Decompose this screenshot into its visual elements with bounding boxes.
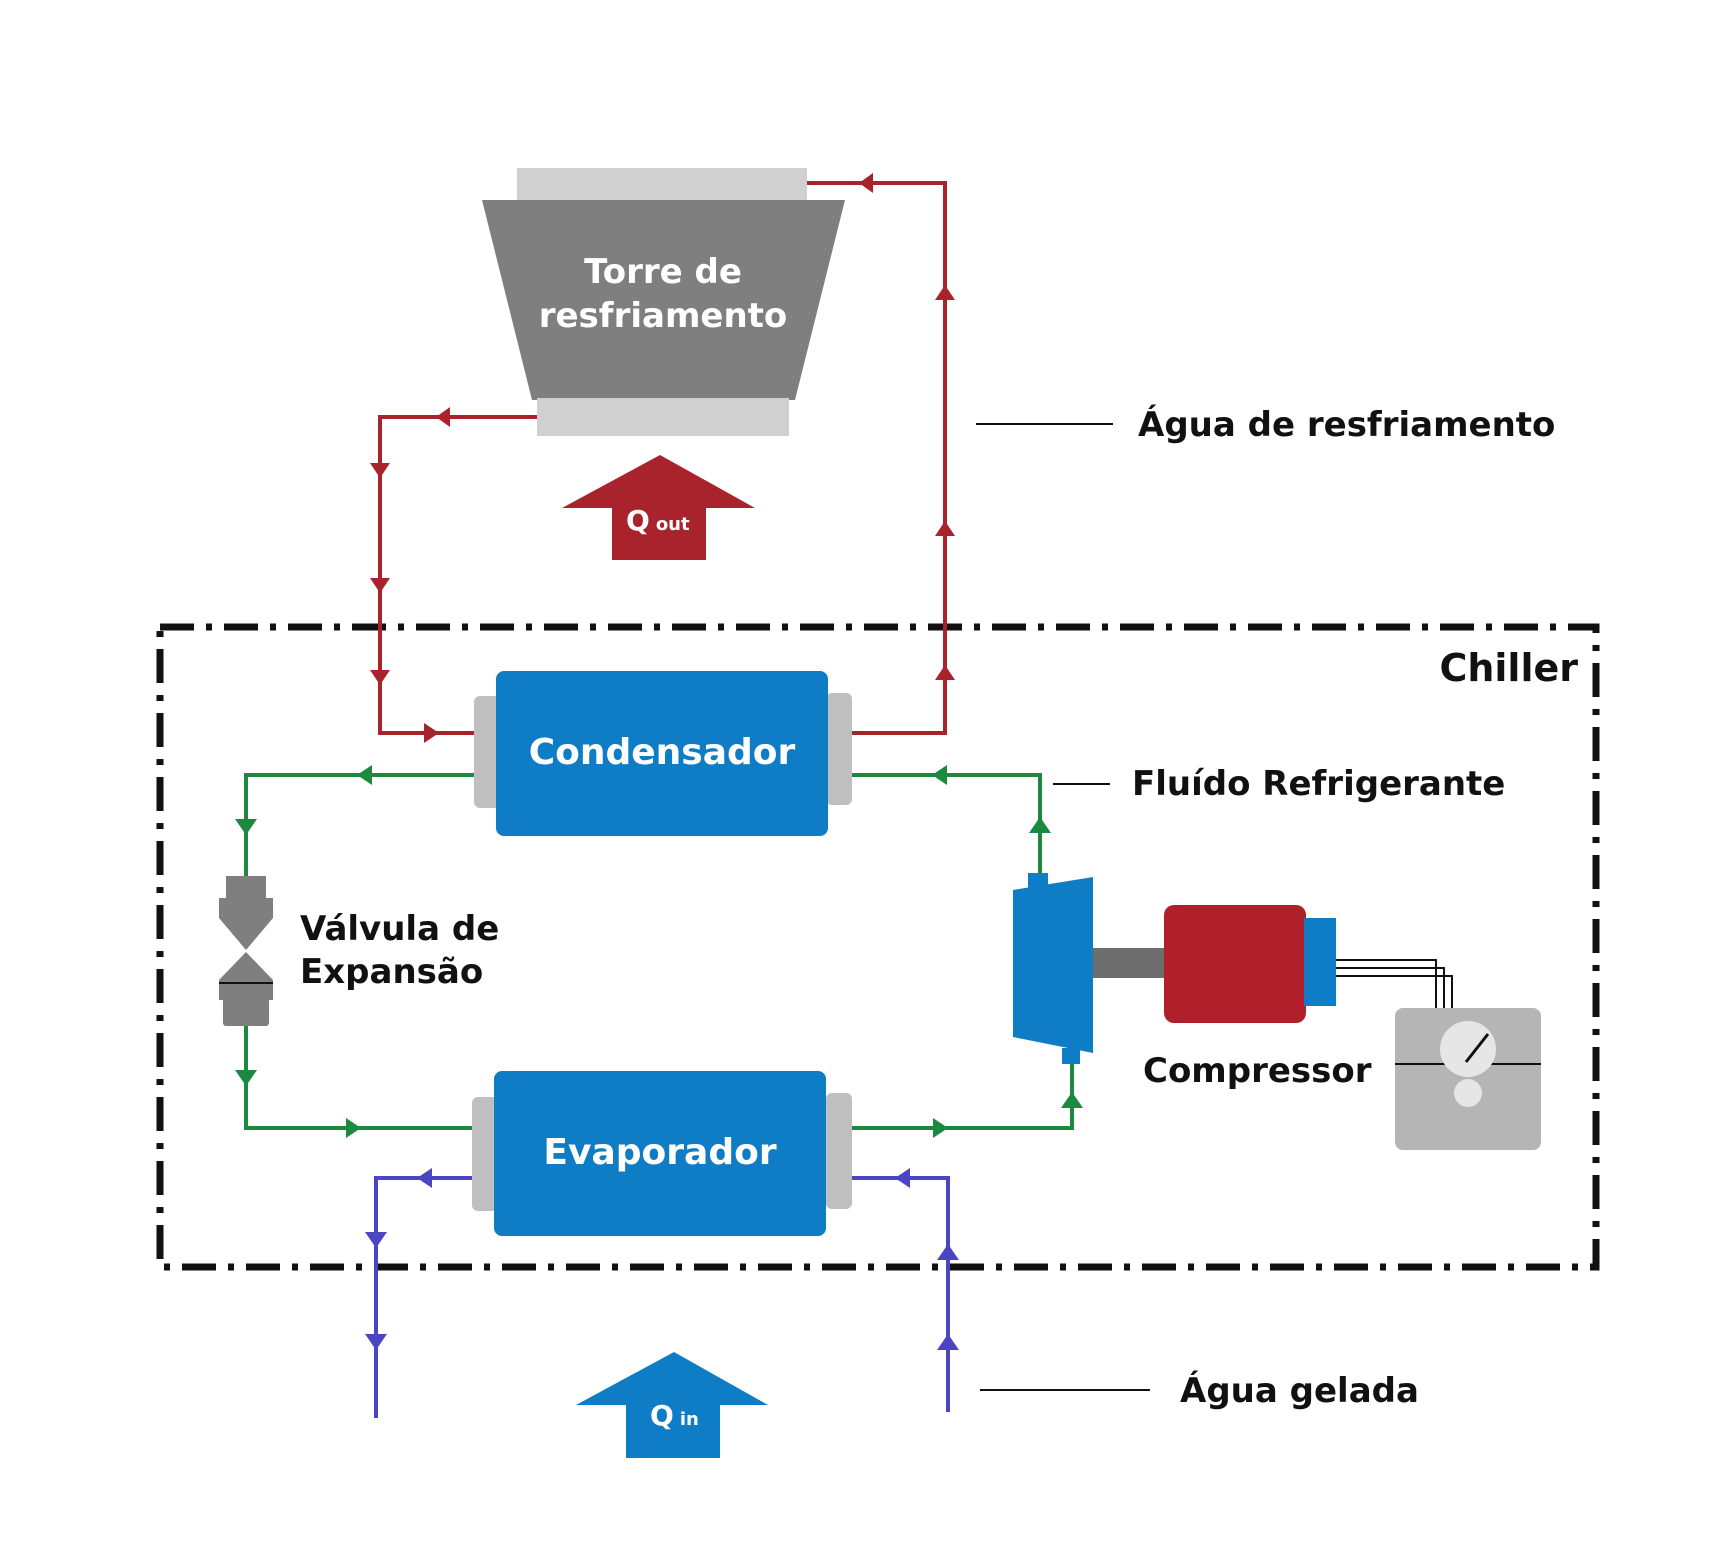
tower-body <box>482 200 845 400</box>
motor-terminal <box>1304 918 1336 1006</box>
chiller-label: Chiller <box>1439 646 1578 690</box>
refrigerant-label: Fluído Refrigerante <box>1132 764 1505 804</box>
tower-top-plate <box>517 168 807 202</box>
motor-wires <box>1336 959 1453 1010</box>
valve-label-line2: Expansão <box>300 952 483 992</box>
tower-bottom-plate <box>537 398 789 436</box>
condenser-right-cap <box>826 693 852 805</box>
evaporator: Evaporador <box>472 1071 852 1236</box>
chiller-boundary <box>156 623 1600 1271</box>
cooling-water-arrows <box>370 173 955 743</box>
condenser: Condensador <box>474 671 852 836</box>
condenser-label: Condensador <box>529 732 796 773</box>
cooling-water-label: Água de resfriamento <box>1138 404 1555 445</box>
chilled-water-label: Água gelada <box>1180 1370 1419 1411</box>
gauge-panel-icon <box>1395 1008 1541 1150</box>
condenser-body <box>496 671 828 836</box>
tower-label-line1: Torre de <box>584 252 742 292</box>
evaporator-body <box>494 1071 826 1236</box>
expansion-valve-icon <box>219 876 273 1026</box>
refrigerant-arrows <box>235 765 1083 1138</box>
evaporator-left-cap <box>472 1097 498 1211</box>
chilled-water-arrows <box>365 1168 959 1350</box>
compressor-icon <box>1013 873 1453 1064</box>
refrigerant-loop <box>244 773 1074 1130</box>
cooling-tower: Torre de resfriamento <box>482 168 845 436</box>
evaporator-label: Evaporador <box>543 1132 776 1173</box>
tower-label-line2: resfriamento <box>539 296 788 336</box>
compressor-label: Compressor <box>1143 1051 1372 1091</box>
compressor-housing <box>1013 877 1093 1053</box>
evaporator-right-cap <box>826 1093 852 1209</box>
motor-body <box>1164 905 1306 1023</box>
condenser-left-cap <box>474 696 500 808</box>
valve-label-line1: Válvula de <box>300 909 499 949</box>
compressor-shaft <box>1093 948 1165 978</box>
